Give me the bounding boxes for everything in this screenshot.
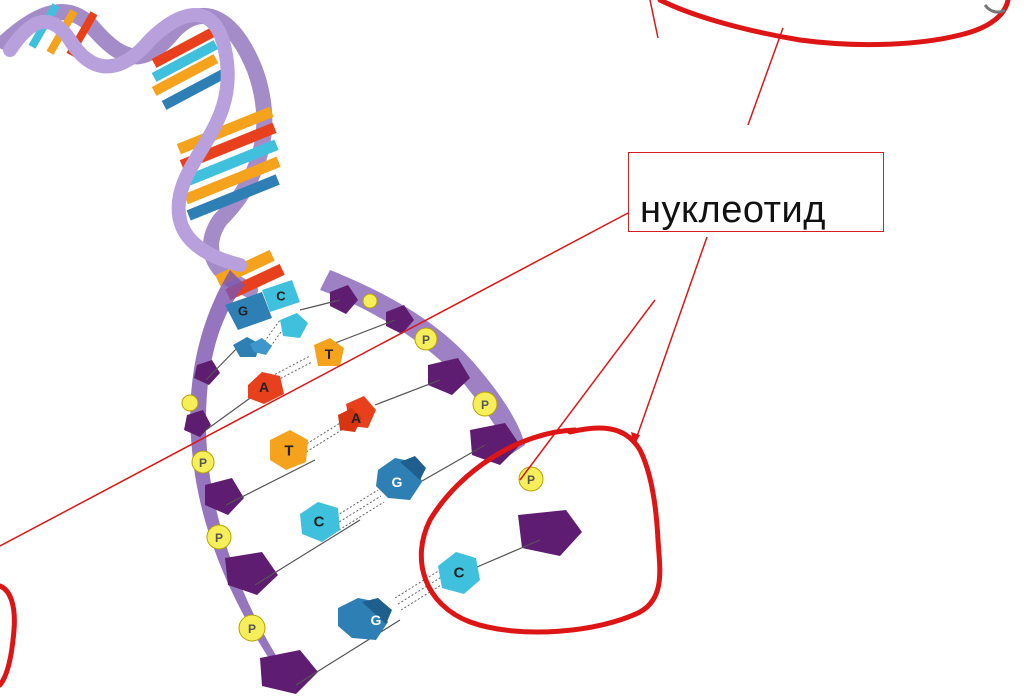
base-t-label: T — [325, 346, 334, 362]
sugar — [518, 510, 582, 556]
base-c-label: C — [454, 565, 465, 582]
sugar — [260, 650, 318, 694]
phosphate — [182, 395, 198, 411]
pointer-line-left — [0, 213, 628, 546]
base-a-label: A — [259, 379, 269, 395]
pointer-line — [520, 300, 655, 480]
nucleotide-label: нуклеотид — [640, 174, 880, 246]
sugar — [184, 410, 211, 437]
phosphate-label: P — [481, 398, 489, 412]
double-helix-top — [5, 3, 285, 300]
loop-bottom-left — [0, 586, 14, 685]
base-c-label: C — [276, 289, 286, 304]
base-c-label: C — [314, 514, 325, 531]
base-t-label: T — [284, 443, 293, 460]
base-pair-5: C G — [338, 552, 480, 640]
pointer-line — [650, 0, 658, 38]
phosphate-label: P — [199, 456, 207, 470]
pointer-line — [748, 28, 783, 125]
phosphate-label: P — [422, 333, 430, 347]
phosphate-label: P — [215, 531, 223, 545]
loop-top-right — [660, 0, 1008, 45]
phosphate-label: P — [248, 622, 256, 636]
annotations — [0, 0, 1008, 685]
base-a-label: A — [351, 410, 361, 426]
base-g-label: G — [238, 304, 248, 319]
base-pair-4: G C — [300, 456, 426, 542]
base-g-label: G — [392, 474, 403, 490]
base-g-label: G — [371, 612, 382, 628]
phosphate-label: P — [527, 473, 535, 487]
phosphate — [363, 294, 377, 308]
base-c — [280, 313, 308, 338]
base-pair-3: T — [270, 430, 308, 470]
pointer-line — [634, 237, 707, 445]
